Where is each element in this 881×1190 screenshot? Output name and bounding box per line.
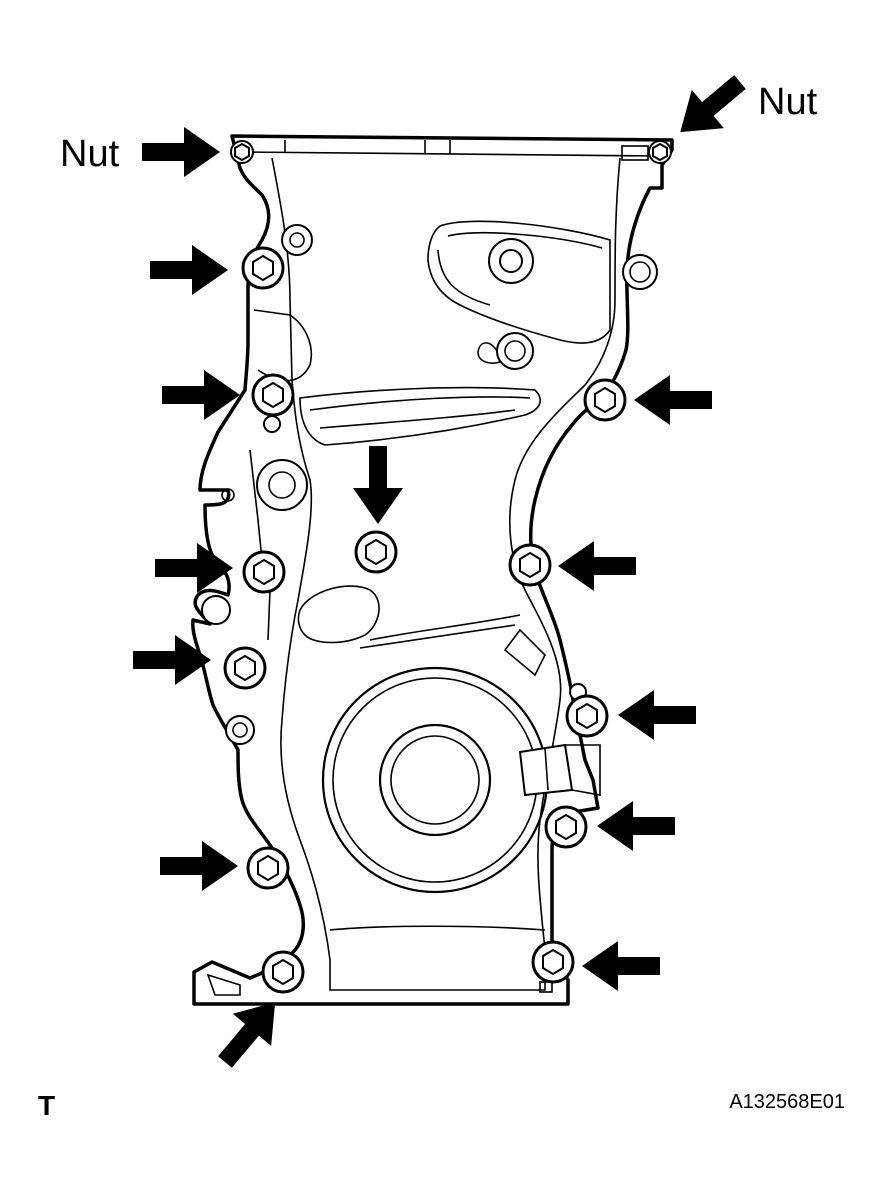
nut-right [648,140,672,164]
bolt-right-1 [583,378,627,422]
nut-left [230,140,254,164]
bolt-right-4 [544,805,588,849]
arrow-icon [150,245,228,295]
arrow-icon [162,370,240,420]
bolt-upper-left [241,246,285,290]
arrow-icon [558,541,636,591]
nut-label-left: Nut [60,133,120,175]
bolt-center [354,530,398,574]
reference-code: A132568E01 [729,1091,845,1113]
arrow-icon [618,690,696,740]
bolt-left-2 [251,373,295,417]
bolt-left-4 [223,646,267,690]
arrow-icon [597,801,675,851]
arrow-icon [160,841,238,891]
arrow-icon [582,941,660,991]
bolt-right-3 [565,694,609,738]
arrow-icon [664,62,757,152]
arrow-icon [634,375,712,425]
inner-contour [271,157,621,991]
bolt-right-2 [508,543,552,587]
bolt-bottom-left [261,950,305,994]
nut-label-right: Nut [758,81,818,123]
view-tag: T [38,1090,55,1121]
arrow-icon [142,127,220,177]
bolt-left-3 [242,550,286,594]
bolt-bottom-right [531,940,575,984]
bolt-left-5 [246,846,290,890]
